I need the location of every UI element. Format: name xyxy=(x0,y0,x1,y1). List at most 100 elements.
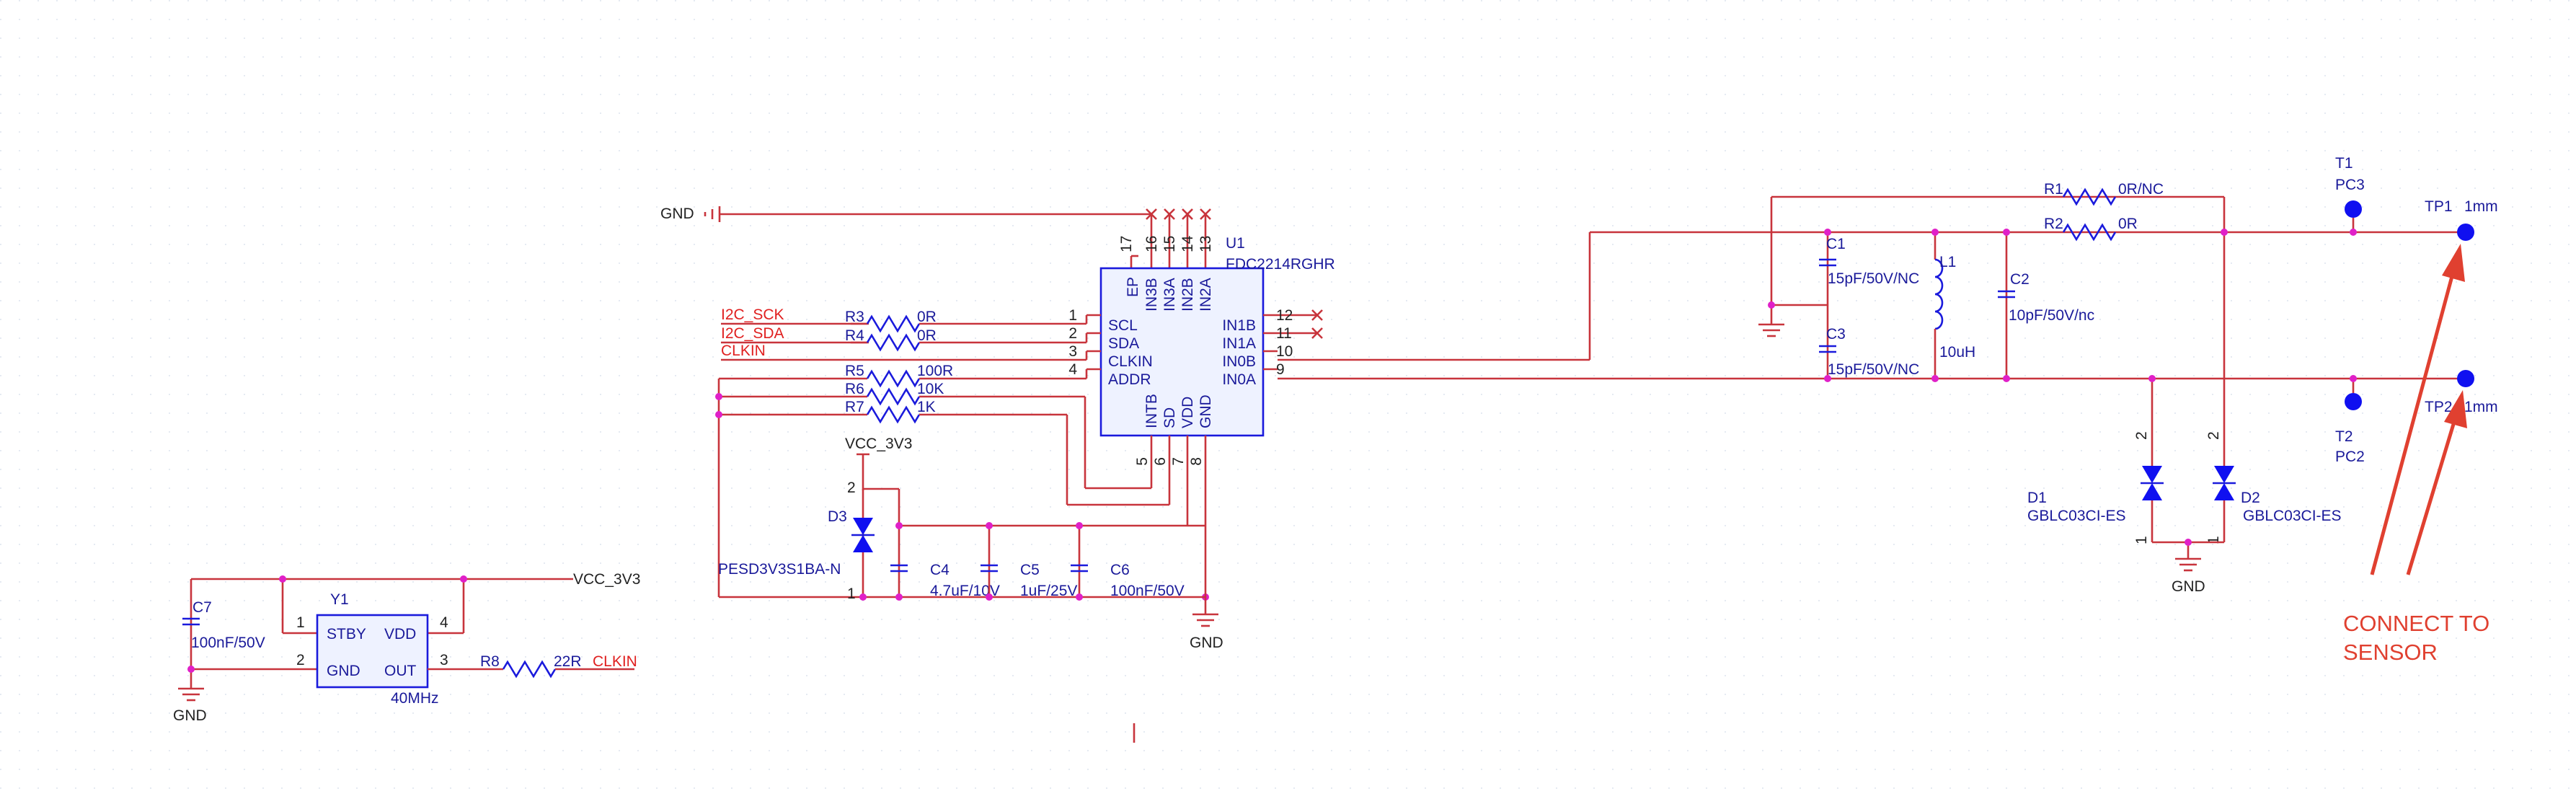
u1-part: FDC2214RGHR xyxy=(1226,256,1335,273)
u1-pin-10-num: 10 xyxy=(1276,343,1293,360)
y1-ref: Y1 xyxy=(330,591,349,608)
u1-pin-17-num: 17 xyxy=(1118,236,1135,252)
d1-part: GBLC03CI-ES xyxy=(2027,508,2126,524)
d2-ref: D2 xyxy=(2241,490,2260,506)
u1-pin-in0b: IN0B xyxy=(1222,353,1256,370)
c4-value: 4.7uF/10V xyxy=(930,583,1000,599)
u1-pin-in0a: IN0A xyxy=(1222,371,1256,388)
u1-pin-8-num: 8 xyxy=(1188,457,1205,466)
d1-pin2: 2 xyxy=(2133,431,2150,440)
u1-pin-gnd: GND xyxy=(1198,394,1214,428)
u1-chip: U1 FDC2214RGHR 1 2 3 4 SCL SDA CLKIN ADD… xyxy=(1068,235,1335,466)
u1-pin-11-num: 11 xyxy=(1276,325,1292,342)
c1-value: 15pF/50V/NC xyxy=(1828,270,1919,287)
d3-pin1: 1 xyxy=(847,586,856,602)
d3-ref: D3 xyxy=(828,508,847,525)
c4-ref: C4 xyxy=(930,562,950,578)
u1-pin-6-num: 6 xyxy=(1152,457,1169,466)
u1-pin-scl: SCL xyxy=(1108,317,1138,334)
gnd-diodes-label: GND xyxy=(2172,578,2205,595)
u1-pin-in1a: IN1A xyxy=(1222,335,1256,352)
net-i2c-sck: I2C_SCK xyxy=(721,306,784,323)
r5-ref: R5 xyxy=(845,363,864,379)
l1-value: 10uH xyxy=(1939,344,1975,361)
y1-pin-vdd: VDD xyxy=(384,626,416,642)
d1-ref: D1 xyxy=(2027,490,2047,506)
d2-pin2: 2 xyxy=(2205,431,2222,440)
i2c-input-network: I2C_SCK I2C_SDA CLKIN R3 0R R4 0R R5 100… xyxy=(715,306,1187,598)
y1-pin4-num: 4 xyxy=(440,614,448,631)
u1-pin-7-num: 7 xyxy=(1170,457,1187,466)
t2-ref: T2 xyxy=(2335,428,2353,445)
lc-tank-network: C1 15pF/50V/NC C3 15pF/50V/NC L1 10uH C2… xyxy=(1278,181,2466,469)
r5-value: 100R xyxy=(917,363,953,379)
d3-part: PESD3V3S1BA-N xyxy=(718,561,841,578)
tp1-value: 1mm xyxy=(2464,198,2498,215)
u1-pin-9-num: 9 xyxy=(1276,361,1285,378)
sensor-annotation: CONNECT TO SENSOR xyxy=(2343,244,2489,665)
test-points: T1 PC3 T2 PC2 TP1 1mm TP2 1mm xyxy=(2335,155,2498,465)
c7-ref: C7 xyxy=(192,599,212,616)
tp1-ref: TP1 xyxy=(2425,198,2453,215)
u1-ref: U1 xyxy=(1226,235,1245,252)
u1-pin-sda: SDA xyxy=(1108,335,1139,352)
r1-value: 0R/NC xyxy=(2118,181,2164,198)
d1-pin1: 1 xyxy=(2133,536,2150,544)
u1-pin-addr: ADDR xyxy=(1108,371,1151,388)
c2-value: 10pF/50V/nc xyxy=(2009,307,2094,324)
r6-value: 10K xyxy=(917,381,944,397)
tp2-ref: TP2 xyxy=(2425,399,2453,415)
tp2-pad xyxy=(2457,370,2474,387)
u1-pin-in1b: IN1B xyxy=(1222,317,1256,334)
r4-ref: R4 xyxy=(845,327,864,344)
c6-ref: C6 xyxy=(1110,562,1130,578)
net-clkin: CLKIN xyxy=(721,343,766,359)
u1-pin-16-num: 16 xyxy=(1143,236,1160,252)
net-vcc-3v3: VCC_3V3 xyxy=(845,436,912,452)
l1-ref: L1 xyxy=(1939,254,1956,270)
r7-value: 1K xyxy=(917,399,936,415)
r8-value: 22R xyxy=(554,653,582,670)
u1-pin-intb: INTB xyxy=(1143,394,1160,428)
gnd-top-net: GND xyxy=(660,206,1207,268)
t2-value: PC2 xyxy=(2335,449,2365,465)
r8-ref: R8 xyxy=(480,653,500,670)
nc-markers-top xyxy=(1146,208,1211,220)
r6-ref: R6 xyxy=(845,381,864,397)
c6-value: 100nF/50V xyxy=(1110,583,1185,599)
u1-pin-2-num: 2 xyxy=(1068,325,1077,342)
c3-ref: C3 xyxy=(1826,326,1846,343)
u1-pin-clkin: CLKIN xyxy=(1108,353,1153,370)
r7-ref: R7 xyxy=(845,399,864,415)
tp1-pad xyxy=(2457,224,2474,241)
u1-pin-vdd: VDD xyxy=(1179,397,1196,428)
gnd-top-label: GND xyxy=(660,206,694,222)
c3-value: 15pF/50V/NC xyxy=(1828,361,1919,378)
net-vcc-3v3-y1: VCC_3V3 xyxy=(573,571,640,588)
u1-pin-5-num: 5 xyxy=(1134,457,1151,466)
gnd-u1-label: GND xyxy=(1190,635,1223,651)
u1-pin-13-num: 13 xyxy=(1198,236,1214,252)
u1-pin-12-num: 12 xyxy=(1276,307,1293,324)
u1-pin-14-num: 14 xyxy=(1179,235,1196,252)
u1-pin-in3b: IN3B xyxy=(1143,278,1160,312)
c7-value: 100nF/50V xyxy=(191,635,265,651)
power-decoupling: VCC_3V3 2 1 D3 PESD3V3S1BA-N C4 4.7uF/10… xyxy=(718,436,1223,651)
t1-value: PC3 xyxy=(2335,177,2365,193)
u1-pin-in2b: IN2B xyxy=(1179,278,1196,312)
net-clkin-y1: CLKIN xyxy=(593,653,637,670)
annotation-line1: CONNECT TO xyxy=(2343,611,2489,636)
r2-value: 0R xyxy=(2118,216,2138,232)
d2-pin1: 1 xyxy=(2205,536,2222,544)
y1-pin3-num: 3 xyxy=(440,652,448,668)
r3-value: 0R xyxy=(917,309,937,325)
c1-ref: C1 xyxy=(1826,236,1846,252)
t1-pad xyxy=(2345,200,2362,218)
u1-pin-sd: SD xyxy=(1161,407,1178,428)
c5-value: 1uF/25V xyxy=(1020,583,1077,599)
t2-pad xyxy=(2345,393,2362,410)
y1-pin-stby: STBY xyxy=(327,626,366,642)
d2-part: GBLC03CI-ES xyxy=(2243,508,2342,524)
tvs-diodes: 2 1 D1 GBLC03CI-ES 2 1 D2 GBLC03CI-ES GN… xyxy=(2027,375,2342,595)
